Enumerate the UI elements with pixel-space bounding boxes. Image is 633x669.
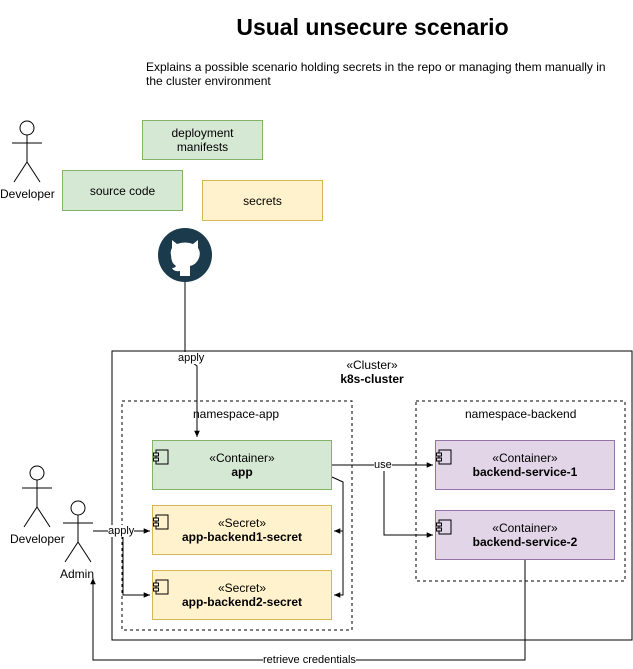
apply-top-label: apply <box>178 352 205 364</box>
component-icon <box>153 579 169 595</box>
developer-bottom-label: Developer <box>10 532 65 546</box>
github-icon <box>158 228 212 282</box>
page-title: Usual unsecure scenario <box>236 14 509 40</box>
developer-top-figure <box>12 120 42 183</box>
backend1-name: backend-service-1 <box>472 465 578 479</box>
secret1-stereotype: «Secret» <box>217 516 267 530</box>
app-stereotype: «Container» <box>209 451 275 465</box>
namespace-app-label: namespace-app <box>193 407 280 421</box>
admin-apply-edge-2 <box>122 531 150 598</box>
source-code-box[interactable]: source code <box>62 170 183 211</box>
app-name: app <box>231 465 253 479</box>
deployment-manifests-box[interactable]: deployment manifests <box>142 120 263 160</box>
deployment-manifests-label: deployment manifests <box>171 126 234 154</box>
cluster-name: k8s-cluster <box>340 372 404 386</box>
component-icon <box>436 519 452 535</box>
admin-label: Admin <box>60 567 95 581</box>
retrieve-credentials-label: retrieve credentials <box>263 654 356 666</box>
backend2-name: backend-service-2 <box>472 535 578 549</box>
backend-service-1-container[interactable]: «Container» backend-service-1 <box>435 440 615 490</box>
component-icon <box>153 514 169 530</box>
app-to-secret1-edge <box>331 476 344 534</box>
admin-figure <box>63 500 93 563</box>
namespace-app-frame <box>121 400 353 631</box>
backend1-stereotype: «Container» <box>492 451 558 465</box>
source-code-label: source code <box>89 183 156 198</box>
secrets-box[interactable]: secrets <box>202 180 323 221</box>
use-edge-2 <box>383 465 433 538</box>
developer-top-label: Developer <box>0 187 55 201</box>
secret2-stereotype: «Secret» <box>217 581 267 595</box>
backend2-stereotype: «Container» <box>492 521 558 535</box>
app-backend2-secret-box[interactable]: «Secret» app-backend2-secret <box>152 570 332 620</box>
cluster-header: «Cluster» k8s-cluster <box>312 357 432 387</box>
app-backend1-secret-box[interactable]: «Secret» app-backend1-secret <box>152 505 332 555</box>
component-icon <box>436 449 452 465</box>
namespace-backend-label: namespace-backend <box>465 407 577 421</box>
use-label: use <box>374 459 392 471</box>
app-container[interactable]: «Container» app <box>152 440 332 490</box>
component-icon <box>153 449 169 465</box>
developer-bottom-figure <box>22 465 52 528</box>
page-description: Explains a possible scenario holding sec… <box>146 60 606 88</box>
backend-service-2-container[interactable]: «Container» backend-service-2 <box>435 510 615 560</box>
apply-admin-label: apply <box>108 525 135 537</box>
secret1-name: app-backend1-secret <box>181 530 303 544</box>
cluster-frame <box>111 350 633 641</box>
secret2-name: app-backend2-secret <box>181 595 303 609</box>
secrets-label: secrets <box>243 193 282 208</box>
app-to-secret2-edge <box>334 531 344 598</box>
cluster-stereotype: «Cluster» <box>346 358 398 372</box>
namespace-backend-frame <box>415 400 626 582</box>
